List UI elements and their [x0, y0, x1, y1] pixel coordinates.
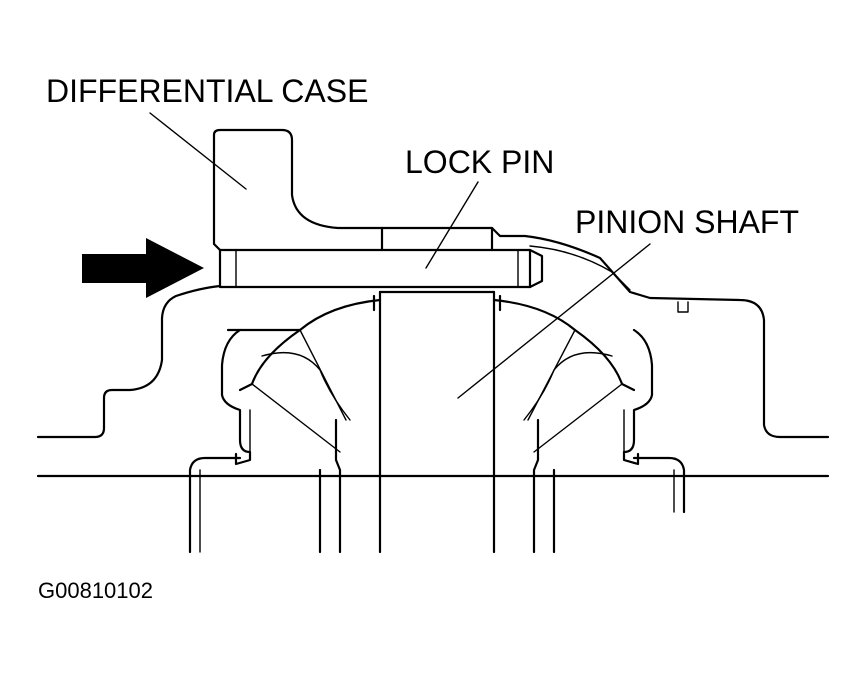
differential-case [36, 128, 830, 439]
pinion-shaft [378, 290, 496, 554]
label-pinion-shaft: PINION SHAFT [575, 204, 799, 240]
leader-lock-pin [425, 181, 479, 269]
right-arrow-icon [82, 238, 204, 298]
label-lock-pin: LOCK PIN [405, 144, 554, 180]
side-gears [36, 456, 830, 554]
leader-lines [149, 112, 651, 399]
leader-differential-case [149, 112, 247, 190]
leader-pinion-shaft [457, 243, 651, 399]
lock-pin [218, 248, 544, 289]
figure-code: G00810102 [38, 578, 153, 603]
right-pinion-gear [492, 294, 654, 554]
label-differential-case: DIFFERENTIAL CASE [46, 73, 368, 109]
left-pinion-gear [220, 294, 382, 554]
